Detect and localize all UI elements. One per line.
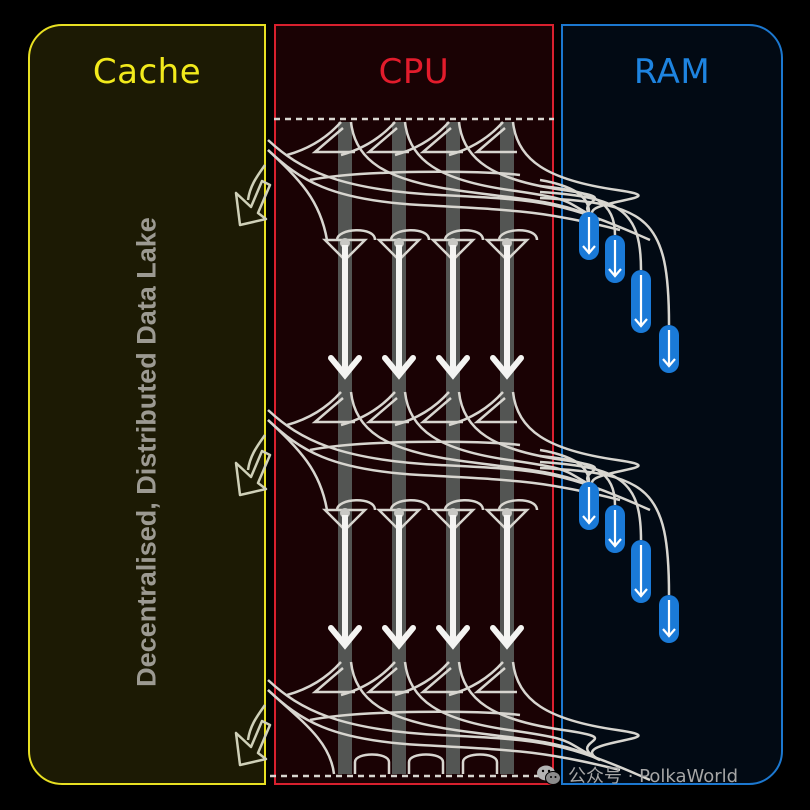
- cache-arrows: [234, 164, 272, 767]
- flow-curve: [448, 391, 504, 427]
- flow-curve: [349, 121, 601, 222]
- flow-curve: [473, 127, 517, 154]
- ram-flow-curve: [539, 460, 643, 541]
- connector: [389, 499, 431, 511]
- flow-curve: [267, 689, 621, 772]
- flow-curve: [286, 391, 342, 427]
- cpu-arrows: [328, 238, 524, 650]
- flow-curve: [349, 391, 601, 492]
- flow-curve: [419, 397, 463, 424]
- flow-curve: [403, 391, 601, 492]
- cpu-arrow-head: [490, 355, 524, 380]
- flow-curve: [267, 149, 329, 241]
- flow-curve: [267, 419, 621, 502]
- ram-flow-curve: [539, 190, 643, 271]
- watermark: 公众号 · PolkaWorld: [536, 762, 738, 788]
- ram-arrow-head: [634, 588, 648, 598]
- flow-curve: [311, 667, 355, 694]
- wechat-icon: [536, 764, 562, 786]
- flow-curve: [340, 391, 396, 427]
- flow-curve: [511, 661, 640, 762]
- flow-curve: [311, 397, 355, 424]
- ram-title: RAM: [633, 52, 711, 92]
- flow-curve: [365, 667, 409, 694]
- cpu-lane: [338, 122, 352, 774]
- ram-arrow-head: [634, 318, 648, 328]
- ram-arrow-head: [608, 268, 622, 278]
- watermark-text: 公众号 · PolkaWorld: [568, 766, 739, 787]
- connector: [335, 499, 377, 511]
- flow-curve: [267, 689, 336, 775]
- flow-curve: [419, 667, 463, 694]
- connector: [407, 753, 445, 774]
- flow-curve: [473, 397, 517, 424]
- ram-arrow-head: [662, 628, 676, 638]
- flow-curve: [473, 667, 517, 694]
- flow-curve: [419, 127, 463, 154]
- cache-arrow: [234, 719, 272, 767]
- ram-panel: [561, 24, 783, 785]
- connector: [497, 499, 539, 511]
- flow-curve: [394, 661, 450, 697]
- cache-flow-curve: [246, 164, 267, 201]
- cpu-arrow-head: [382, 625, 416, 650]
- flow-curve: [267, 679, 651, 782]
- connector: [461, 753, 499, 774]
- flow-curve: [349, 661, 601, 762]
- ram-flow-curve: [539, 196, 671, 326]
- connector: [443, 499, 485, 511]
- flow-curve: [448, 121, 504, 157]
- ram-arrow-head: [662, 358, 676, 368]
- cpu-arrow-head: [436, 355, 470, 380]
- flow-curve: [286, 121, 342, 157]
- cache-flow-curve: [246, 434, 267, 471]
- flow-curve: [340, 121, 396, 157]
- cache-title: Cache: [92, 52, 202, 92]
- flow-curve: [309, 440, 521, 452]
- cpu-arrow-head: [328, 625, 362, 650]
- ram-arrow-head: [582, 515, 596, 525]
- flow-curve: [511, 391, 640, 492]
- cpu-arrow-head: [382, 355, 416, 380]
- flow-curves: [267, 121, 651, 782]
- flow-curve: [448, 661, 504, 697]
- cache-flow-curve: [246, 704, 267, 741]
- connector: [443, 229, 485, 241]
- cpu-arrow-head: [436, 625, 470, 650]
- flow-curve: [403, 661, 601, 762]
- connector: [353, 753, 391, 774]
- cpu-arrow-head: [328, 355, 362, 380]
- flow-curve: [394, 121, 450, 157]
- cpu-arrow-head: [490, 625, 524, 650]
- connector: [335, 229, 377, 241]
- flow-curve: [365, 397, 409, 424]
- cpu-title: CPU: [378, 52, 450, 92]
- flow-curve: [267, 149, 621, 232]
- flow-curve: [394, 391, 450, 427]
- cache-arrow: [234, 449, 272, 497]
- ram-arrow-head: [582, 245, 596, 255]
- ram-arrow-head: [608, 538, 622, 548]
- flow-curve: [511, 121, 640, 222]
- cache-arrow: [234, 179, 272, 227]
- flow-curve: [267, 419, 329, 511]
- flow-curve: [286, 661, 342, 697]
- flow-curve: [309, 710, 521, 722]
- flow-curve: [340, 661, 396, 697]
- flow-curve: [311, 127, 355, 154]
- flow-curve: [457, 661, 601, 762]
- connector: [497, 229, 539, 241]
- cache-panel: [28, 24, 266, 785]
- connector: [389, 229, 431, 241]
- flow-curve: [365, 127, 409, 154]
- ram-arrows: [539, 178, 679, 643]
- ram-flow-curve: [539, 466, 671, 596]
- flow-curve: [309, 170, 521, 182]
- flow-curve: [403, 121, 601, 222]
